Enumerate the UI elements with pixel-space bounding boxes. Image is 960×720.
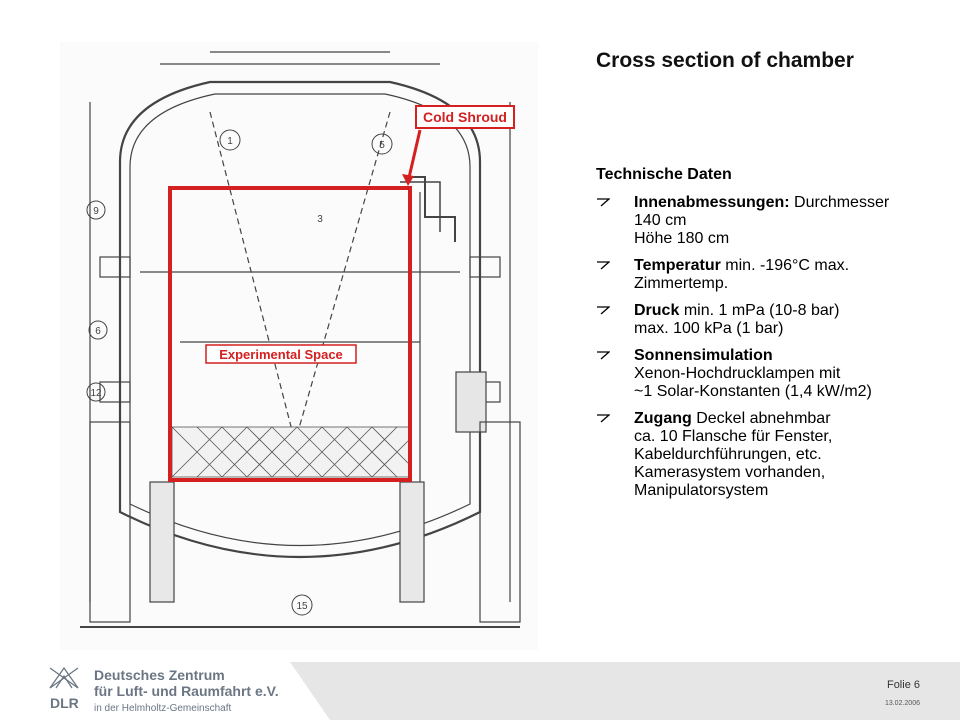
spec-line: ~1 Solar-Konstanten (1,4 kW/m2) — [634, 383, 872, 400]
spec-item: Innenabmessungen: Durchmesser 140 cm Höh… — [596, 194, 946, 248]
spec-line: 140 cm — [634, 212, 687, 229]
spec-text: min. 1 mPa (10-8 bar) — [683, 302, 840, 319]
spec-line: Kabeldurchführungen, etc. — [634, 446, 822, 463]
org-name-line2: für Luft- und Raumfahrt e.V. — [94, 683, 279, 699]
callout-1: 1 — [227, 136, 233, 147]
callout-5: 5 — [379, 140, 385, 151]
callout-3: 3 — [317, 214, 323, 225]
spec-lead: Sonnensimulation — [634, 347, 773, 364]
cold-shroud-label: Cold Shroud — [423, 109, 507, 125]
cold-shroud-outline — [168, 186, 412, 482]
footer-band — [290, 662, 960, 720]
spec-line: Zimmertemp. — [634, 275, 729, 292]
spec-item: Druck min. 1 mPa (10-8 bar) max. 100 kPa… — [596, 302, 946, 338]
callout-9: 9 — [93, 206, 99, 217]
spec-line: Xenon-Hochdrucklampen mit — [634, 365, 841, 382]
spec-text: Durchmesser — [794, 194, 890, 211]
slide-title: Cross section of chamber — [596, 49, 854, 72]
logo-mark-text: DLR — [50, 695, 79, 711]
spec-lead: Innenabmessungen: — [634, 194, 790, 211]
spec-text: min. -196°C max. — [725, 257, 850, 274]
bullet-arrow-icon — [597, 261, 610, 270]
bullet-arrow-icon — [597, 414, 610, 423]
bullet-arrow-icon — [597, 306, 610, 315]
bullet-arrow-icon — [597, 351, 610, 360]
section-subtitle: Technische Daten — [596, 166, 732, 183]
spec-lead: Zugang — [634, 410, 692, 427]
spec-item: Temperatur min. -196°C max. Zimmertemp. — [596, 257, 946, 293]
experimental-space-label: Experimental Space — [219, 347, 343, 362]
callout-12: 12 — [90, 388, 102, 399]
specs-list: Innenabmessungen: Durchmesser 140 cm Höh… — [596, 194, 946, 509]
spec-item: Sonnensimulation Xenon-Hochdrucklampen m… — [596, 347, 946, 401]
org-name-line1: Deutsches Zentrum — [94, 667, 225, 683]
callout-6: 6 — [95, 326, 101, 337]
bullet-arrow-icon — [597, 198, 610, 207]
spec-text: Deckel abnehmbar — [696, 410, 831, 427]
callout-15: 15 — [296, 601, 308, 612]
spec-lead: Druck — [634, 302, 680, 319]
dlr-logo: DLR Deutsches Zentrum für Luft- und Raum… — [49, 666, 279, 714]
spec-item: Zugang Deckel abnehmbar ca. 10 Flansche … — [596, 410, 946, 500]
spec-line: max. 100 kPa (1 bar) — [634, 320, 784, 337]
spec-line: Höhe 180 cm — [634, 230, 730, 247]
slide-date: 13.02.2006 — [884, 700, 920, 707]
spec-line: Kamerasystem vorhanden, — [634, 464, 826, 481]
spec-lead: Temperatur — [634, 257, 721, 274]
org-name-line3: in der Helmholtz-Gemeinschaft — [94, 703, 231, 714]
spec-line: Manipulatorsystem — [634, 482, 769, 499]
chamber-cross-section-drawing: 1 5 9 6 12 15 3 Cold Shroud Experimental… — [60, 42, 538, 650]
slide-number: Folie 6 — [886, 679, 920, 691]
spec-line: ca. 10 Flansche für Fenster, — [634, 428, 833, 445]
